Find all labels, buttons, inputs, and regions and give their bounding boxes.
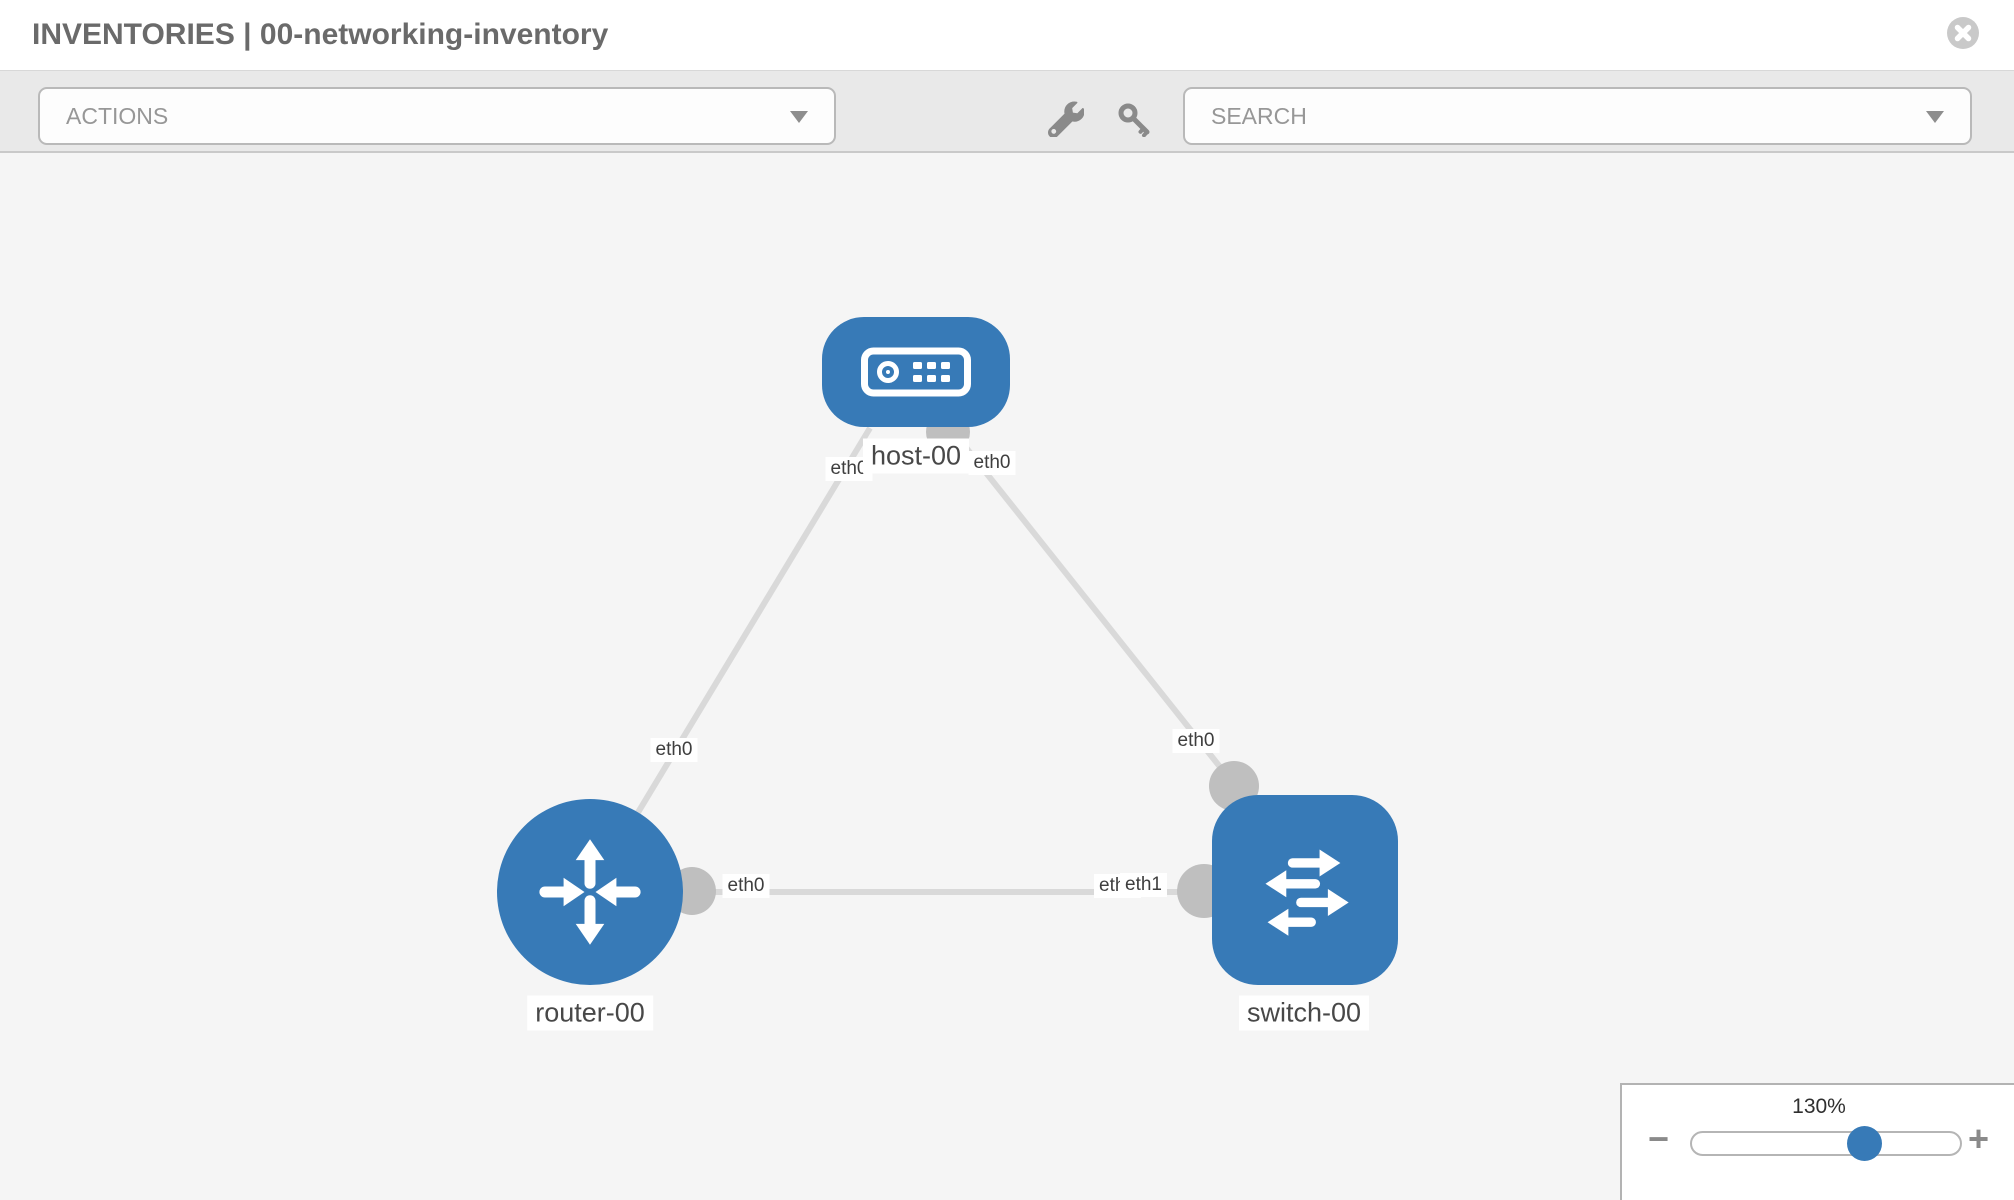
search-placeholder: SEARCH — [1211, 102, 1307, 129]
interface-label: eth0 — [1172, 729, 1220, 753]
actions-dropdown[interactable]: ACTIONS — [38, 87, 836, 145]
topology-canvas[interactable]: host-00 router-00 switch-00 eth0 eth0 et… — [0, 153, 2014, 1200]
interface-label: eth0 — [722, 874, 770, 898]
header-bar: INVENTORIES | 00-networking-inventory — [0, 0, 2014, 70]
node-label-switch: switch-00 — [1238, 995, 1370, 1031]
zoom-percentage: 130% — [1792, 1095, 1846, 1118]
node-router-00[interactable] — [497, 799, 683, 985]
page-title: INVENTORIES | 00-networking-inventory — [32, 18, 609, 51]
wrench-icon — [1048, 101, 1085, 139]
chevron-down-icon — [1926, 111, 1944, 123]
zoom-control-panel: 130% − + — [1620, 1083, 2014, 1200]
router-arrows-icon — [539, 839, 641, 945]
interface-label: eth1 — [1120, 873, 1167, 897]
switch-arrows-icon — [1265, 849, 1349, 936]
zoom-out-button[interactable]: − — [1648, 1118, 1670, 1159]
links-layer — [587, 410, 1300, 918]
search-dropdown[interactable]: SEARCH — [1183, 87, 1972, 145]
wrench-button[interactable] — [1048, 101, 1086, 139]
close-icon — [1947, 17, 1979, 49]
key-icon — [1118, 103, 1150, 138]
server-icon — [861, 347, 971, 397]
link-host-switch[interactable] — [949, 428, 1270, 828]
node-switch-00[interactable] — [1212, 795, 1398, 985]
interface-label: eth0 — [968, 451, 1016, 475]
toolbar: ACTIONS SEARCH — [0, 70, 2014, 153]
close-button[interactable] — [1947, 17, 1979, 49]
chevron-down-icon — [790, 111, 808, 123]
node-label-router: router-00 — [527, 995, 653, 1031]
node-label-host: host-00 — [862, 438, 970, 474]
zoom-in-button[interactable]: + — [1968, 1118, 1990, 1159]
key-button[interactable] — [1116, 101, 1154, 139]
actions-dropdown-label: ACTIONS — [66, 102, 169, 129]
zoom-slider-track[interactable] — [1690, 1131, 1962, 1156]
interface-label: eth0 — [650, 738, 698, 762]
node-host-00[interactable] — [822, 317, 1010, 427]
zoom-slider-handle[interactable] — [1846, 1126, 1882, 1161]
